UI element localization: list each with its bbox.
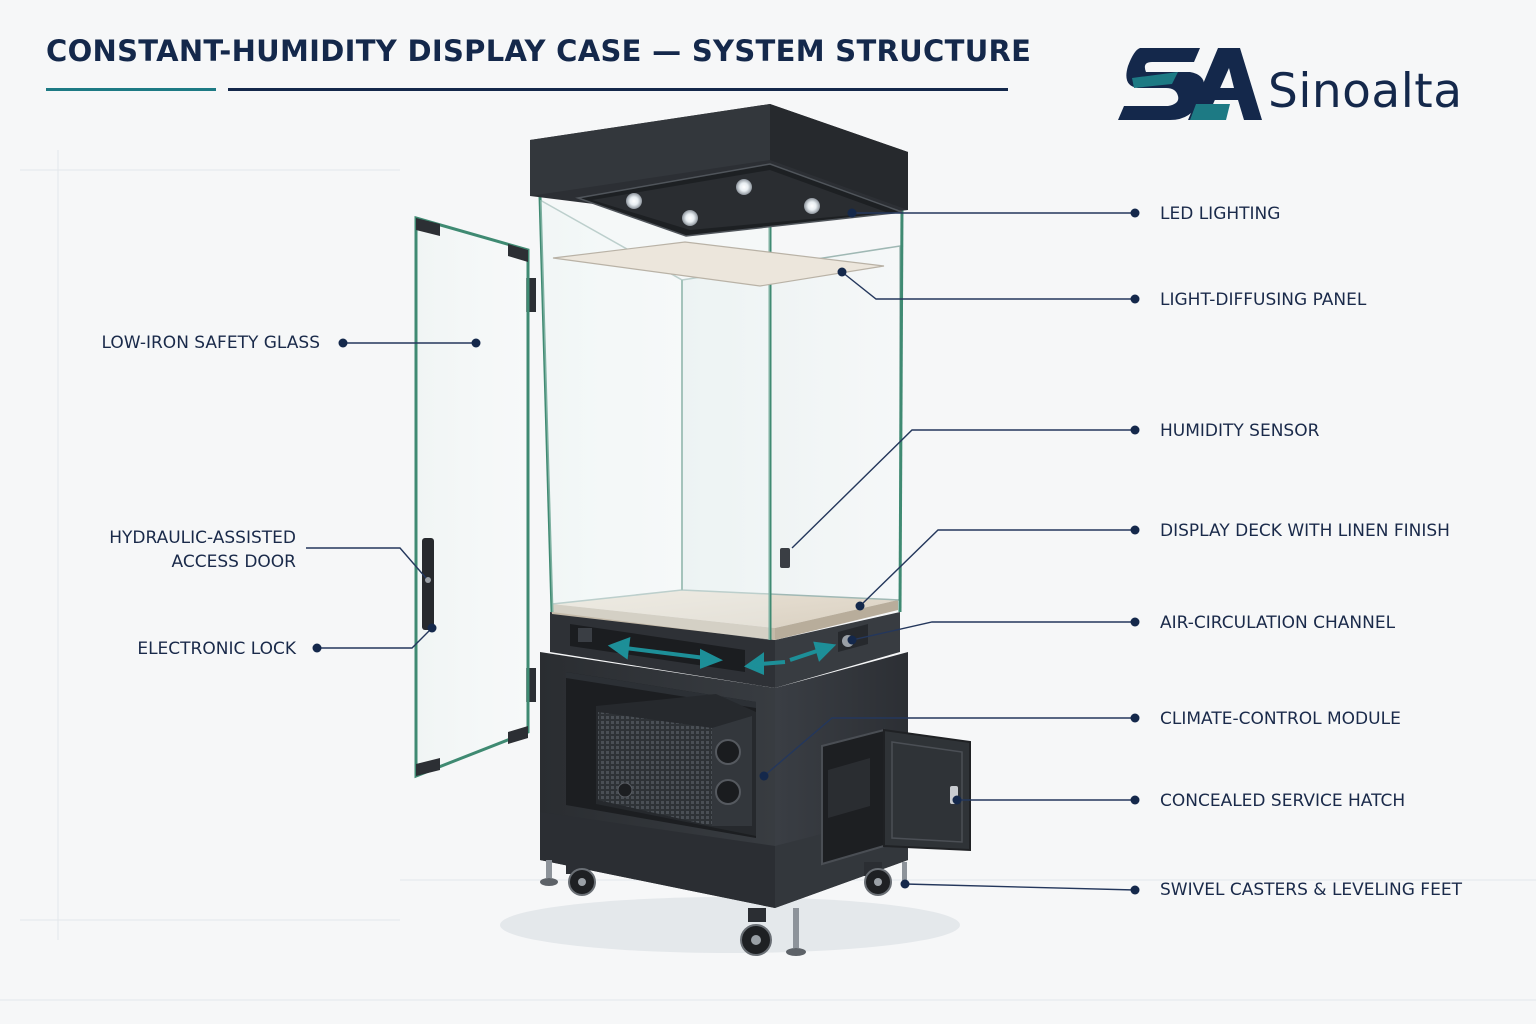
- label-low-iron-safety-glass: LOW-IRON SAFETY GLASS: [101, 333, 320, 353]
- humidity-sensor: [780, 548, 790, 568]
- label-air-circulation-channel: AIR-CIRCULATION CHANNEL: [1160, 613, 1396, 633]
- display-deck: [552, 590, 898, 640]
- base-cabinet: [540, 652, 971, 908]
- label-electronic-lock: ELECTRONIC LOCK: [137, 639, 296, 659]
- air-circulation-channel: [550, 612, 900, 688]
- diffusing-panel: [552, 241, 885, 287]
- label-humidity-sensor: HUMIDITY SENSOR: [1160, 421, 1320, 441]
- door-handle: [422, 538, 434, 630]
- label-swivel-casters: SWIVEL CASTERS & LEVELING FEET: [1160, 880, 1462, 900]
- glass-enclosure: [526, 195, 904, 702]
- label-display-deck: DISPLAY DECK WITH LINEN FINISH: [1160, 521, 1450, 541]
- label-led-lighting: LED LIGHTING: [1160, 204, 1281, 224]
- access-door: [414, 216, 530, 779]
- climate-control-unit: [596, 694, 756, 836]
- label-light-diffusing-panel: LIGHT-DIFFUSING PANEL: [1160, 290, 1367, 310]
- callout-dots: [312, 208, 1140, 895]
- label-hydraulic-door-line2: ACCESS DOOR: [171, 552, 296, 572]
- label-climate-control-module: CLIMATE-CONTROL MODULE: [1160, 709, 1401, 729]
- top-canopy: [530, 104, 908, 237]
- page-title: CONSTANT-HUMIDITY DISPLAY CASE — SYSTEM …: [46, 34, 1032, 68]
- service-hatch-door: [883, 728, 971, 852]
- casters-and-feet: [540, 860, 907, 956]
- title-underline-accent: [46, 88, 216, 91]
- floor-shadow: [500, 897, 960, 953]
- brand-name: Sinoalta: [1268, 64, 1463, 119]
- callout-leaders: [306, 212, 1136, 891]
- label-concealed-service-hatch: CONCEALED SERVICE HATCH: [1160, 791, 1406, 811]
- label-hydraulic-door-line1: HYDRAULIC-ASSISTED: [109, 528, 296, 548]
- title-underline: [228, 88, 1008, 91]
- sinoalta-logo-mark: [1118, 48, 1262, 120]
